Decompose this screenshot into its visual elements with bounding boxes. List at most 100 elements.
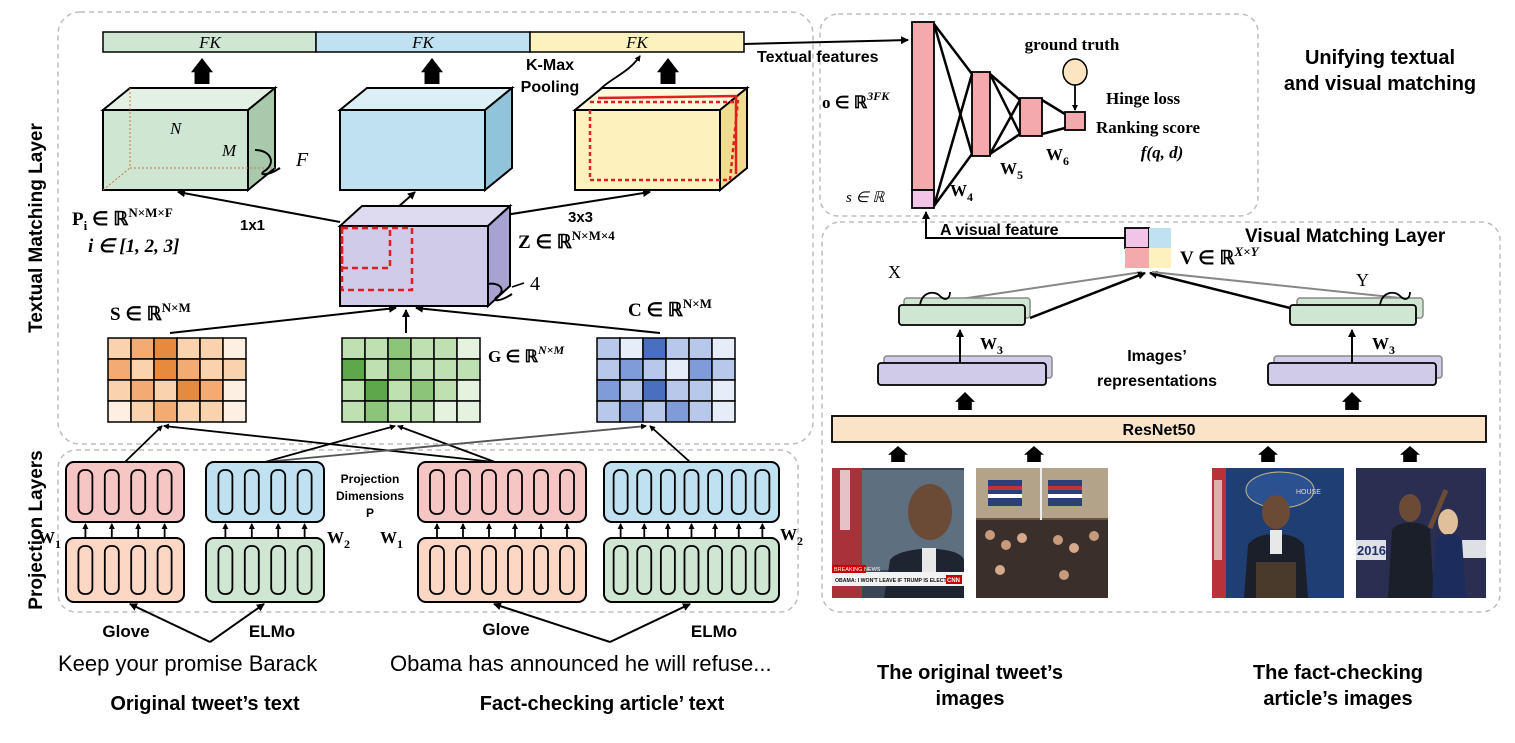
blue-feature-cube bbox=[337, 85, 515, 193]
w1-label-left: W1 bbox=[38, 528, 61, 551]
matrix-cell bbox=[711, 337, 736, 360]
fk-label-1: FK bbox=[198, 33, 222, 52]
matrix-cell bbox=[387, 400, 412, 423]
tweet-images-caption-2: images bbox=[936, 688, 1005, 710]
w3-label-article: W3 bbox=[1372, 334, 1395, 357]
s-scalar-formula: s ∈ ℝ bbox=[846, 190, 885, 206]
unifying-title-line2: and visual matching bbox=[1284, 73, 1476, 95]
matrix-cell bbox=[153, 358, 178, 381]
tweet-sentence: Keep your promise Barack bbox=[58, 651, 318, 676]
resnet-to-article-repr-arrow bbox=[1342, 392, 1362, 410]
tweet-image-obama-interview: BREAKING NEWS OBAMA: I WON'T LEAVE IF TR… bbox=[832, 468, 964, 598]
projection-region bbox=[57, 449, 799, 613]
matrix-cell bbox=[410, 379, 435, 402]
s-to-z-arrow bbox=[169, 304, 397, 334]
matrix-cell bbox=[410, 337, 435, 360]
fk-bar-segment-3 bbox=[529, 31, 745, 53]
w6-label: W6 bbox=[1046, 145, 1069, 168]
matrix-cell bbox=[456, 400, 481, 423]
image3-to-resnet-arrow bbox=[1258, 446, 1278, 462]
matrix-cell bbox=[665, 379, 690, 402]
matrix-cell bbox=[176, 400, 201, 423]
y-brace bbox=[1379, 291, 1411, 306]
resnet50-label: ResNet50 bbox=[1123, 422, 1196, 439]
x-label: X bbox=[888, 262, 901, 282]
matrix-cell bbox=[665, 400, 690, 423]
ground-truth-label: ground truth bbox=[1025, 35, 1120, 54]
matrix-cell bbox=[688, 337, 713, 360]
images-repr-line2: representations bbox=[1097, 373, 1217, 390]
article-to-elmo-arrow bbox=[609, 603, 691, 643]
projection-layers-title: Projection Layers bbox=[26, 450, 47, 609]
proj-to-s-arrow-1 bbox=[124, 425, 163, 463]
c-formula: C ∈ ℝN×M bbox=[628, 296, 712, 321]
matrix-cell bbox=[433, 358, 458, 381]
tweet-image-repr bbox=[877, 362, 1047, 386]
fk-label-2: FK bbox=[411, 33, 435, 52]
matrix-cell bbox=[199, 400, 224, 423]
matrix-cell bbox=[642, 379, 667, 402]
matrix-cell bbox=[341, 337, 366, 360]
textual-features-label: Textual features bbox=[757, 49, 879, 66]
kmax-label-line1: K-Max bbox=[526, 57, 574, 74]
matrix-cell bbox=[364, 358, 389, 381]
tweet-elmo-embedding bbox=[205, 537, 325, 603]
o-formula: o ∈ ℝ3FK bbox=[822, 89, 890, 112]
mlp-connections bbox=[932, 23, 1066, 207]
elmo-label-tweet: ELMo bbox=[249, 622, 295, 641]
ranking-score-node bbox=[1064, 111, 1086, 131]
matrix-cell bbox=[153, 400, 178, 423]
s-scalar bbox=[911, 189, 935, 209]
o-vector bbox=[911, 21, 935, 191]
image2-to-resnet-arrow bbox=[1024, 446, 1044, 462]
matrix-cell bbox=[688, 379, 713, 402]
matrix-cell bbox=[642, 337, 667, 360]
matrix-cell bbox=[176, 379, 201, 402]
ground-truth-node bbox=[1062, 58, 1088, 86]
g-formula: G ∈ ℝN×M bbox=[488, 343, 565, 366]
image4-to-resnet-arrow bbox=[1400, 446, 1420, 462]
matrix-cell bbox=[222, 337, 247, 360]
similarity-matrix-g bbox=[341, 337, 481, 423]
x-brace bbox=[919, 291, 951, 306]
w2-label-left: W2 bbox=[327, 528, 350, 551]
matrix-cell bbox=[619, 400, 644, 423]
tweet-to-glove-arrow bbox=[129, 603, 211, 643]
w2-label-right: W2 bbox=[780, 525, 803, 548]
proj-to-c-arrow-2 bbox=[649, 425, 691, 463]
proj-dims-line3: P bbox=[366, 506, 374, 520]
matrix-cell bbox=[153, 337, 178, 360]
w4-label: W4 bbox=[950, 181, 973, 204]
proj-to-g-arrow-1 bbox=[264, 424, 396, 463]
cube-f-brace bbox=[254, 149, 281, 176]
glove-label-tweet: Glove bbox=[102, 622, 149, 641]
visual-matching-layer-title: Visual Matching Layer bbox=[1245, 226, 1446, 247]
article-images-caption-2: article’s images bbox=[1263, 688, 1412, 710]
image1-to-resnet-arrow bbox=[888, 446, 908, 462]
z-tensor-cube bbox=[337, 203, 513, 309]
f-qd-label: f(q, d) bbox=[1141, 143, 1183, 162]
v-formula: V ∈ ℝX×Y bbox=[1180, 244, 1260, 269]
house-seal-text: HOUSE bbox=[1296, 489, 1321, 496]
images-repr-line1: Images’ bbox=[1127, 348, 1187, 365]
matrix-cell bbox=[222, 379, 247, 402]
matrix-cell bbox=[341, 379, 366, 402]
matrix-cell bbox=[410, 400, 435, 423]
resnet-to-tweet-repr-arrow bbox=[955, 392, 975, 410]
w5-label: W5 bbox=[1000, 159, 1023, 182]
matrix-cell bbox=[176, 337, 201, 360]
visual-matching-region bbox=[821, 221, 1501, 613]
matrix-cell bbox=[665, 337, 690, 360]
matrix-cell bbox=[199, 358, 224, 381]
matrix-cell bbox=[456, 337, 481, 360]
matrix-cell bbox=[107, 337, 132, 360]
v-matrix-cell-4 bbox=[1149, 248, 1171, 268]
article-image-repr bbox=[1267, 362, 1437, 386]
p-i-formula: Pi ∈ ℝN×M×F bbox=[72, 205, 173, 233]
tweet-glove-embedding bbox=[65, 537, 185, 603]
matrix-cell bbox=[130, 358, 155, 381]
matrix-cell bbox=[688, 400, 713, 423]
cnn-logo-text: CNN bbox=[947, 578, 960, 584]
visual-feature-arrow bbox=[922, 211, 1125, 239]
